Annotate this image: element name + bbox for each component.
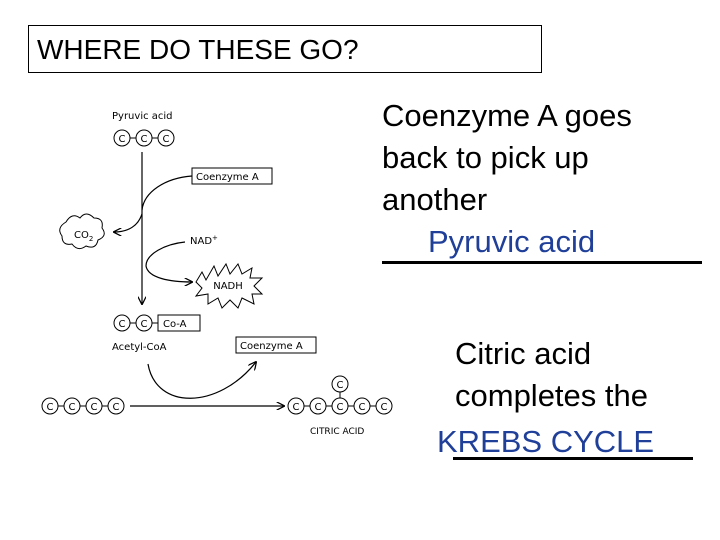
co2-label: CO2 xyxy=(74,230,93,243)
carbon-label: C xyxy=(141,134,148,145)
carbon-label: C xyxy=(337,380,344,391)
carbon-label: C xyxy=(113,402,120,413)
carbon-label: C xyxy=(91,402,98,413)
coenzyme-a-box xyxy=(235,336,317,354)
nad-label: NAD+ xyxy=(190,234,218,247)
answer-pyruvic-acid: Pyruvic acid xyxy=(428,224,596,259)
statement-2-line-1: Citric acid xyxy=(455,336,592,371)
nadh-starburst: NADH xyxy=(194,262,264,309)
coenzyme-a-top-label: Coenzyme A xyxy=(196,172,259,183)
carbon-label: C xyxy=(119,134,126,145)
carbon-label: C xyxy=(69,402,76,413)
answer-blank-1 xyxy=(382,261,702,264)
carbon-label: C xyxy=(293,402,300,413)
nadh-label: NADH xyxy=(213,281,243,292)
coenzyme-a-bottom-label: Coenzyme A xyxy=(240,341,303,352)
nad-reduction-arrow xyxy=(145,241,192,282)
coenzyme-a-release-arrow xyxy=(147,362,256,399)
co2-release-arrow xyxy=(114,213,143,232)
acetyl-coa-label: Acetyl-CoA xyxy=(112,342,167,353)
carbon-label: C xyxy=(141,319,148,330)
page-title: WHERE DO THESE GO? xyxy=(28,25,542,73)
carbon-label: C xyxy=(381,402,388,413)
statement-2-line-2: completes the xyxy=(455,378,648,413)
co-a-label: Co-A xyxy=(163,319,187,330)
statement-1-line-2: back to pick up xyxy=(382,140,589,175)
carbon-label: C xyxy=(119,319,126,330)
carbon-label: C xyxy=(47,402,54,413)
carbon-label: C xyxy=(359,402,366,413)
answer-blank-2 xyxy=(453,457,693,460)
citric-acid-molecule: C C C C C C xyxy=(287,375,393,415)
pyruvic-carbon-chain: C C C xyxy=(113,129,175,147)
statement-1-line-3: another xyxy=(382,182,488,217)
citric-acid-label: CITRIC ACID xyxy=(310,427,364,437)
co2-cloud: CO2 xyxy=(59,213,105,250)
answer-krebs-cycle: KREBS CYCLE xyxy=(437,424,655,459)
carbon-label: C xyxy=(337,402,344,413)
krebs-diagram: Pyruvic acid C C C Coenzyme A CO2 NAD+ N… xyxy=(41,111,393,437)
carbon-label: C xyxy=(315,402,322,413)
coenzyme-a-curve xyxy=(141,175,193,211)
carbon-label: C xyxy=(163,134,170,145)
statement-1-line-1: Coenzyme A goes xyxy=(382,98,632,133)
pyruvic-acid-label: Pyruvic acid xyxy=(112,111,173,122)
four-carbon-chain: C C C C xyxy=(41,397,125,415)
acetyl-coa-molecule: C C Co-A xyxy=(113,314,201,332)
